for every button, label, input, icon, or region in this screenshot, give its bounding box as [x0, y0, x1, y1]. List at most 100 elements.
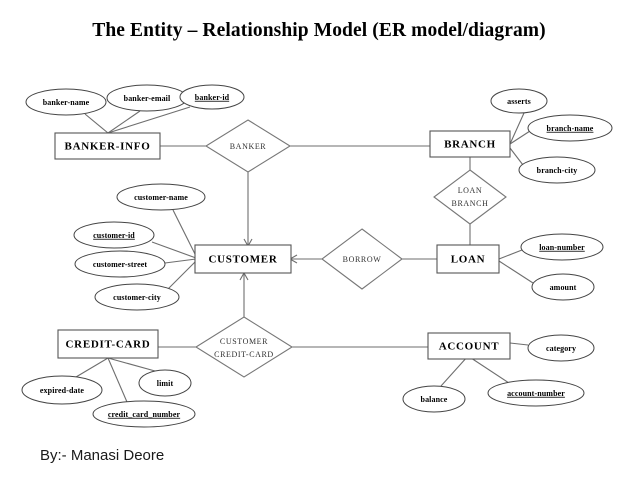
- edge-branch-name: [509, 130, 531, 145]
- attribute-balance-label: balance: [421, 395, 448, 404]
- relationship-loan-branch-label-line2: BRANCH: [452, 199, 489, 208]
- attribute-branch-name-ellipse[interactable]: [527, 114, 613, 142]
- edge-branch-city: [509, 147, 524, 166]
- entities-layer: BANKER-INFO BRANCH CUSTOMER LOAN CREDIT-…: [54, 130, 511, 360]
- edge-banker-name: [84, 113, 109, 134]
- attribute-expired-date-ellipse[interactable]: [21, 375, 103, 405]
- attribute-customer-street-ellipse[interactable]: [74, 250, 166, 278]
- relationship-borrow[interactable]: BORROW: [321, 228, 403, 290]
- edge-expired-date: [75, 357, 109, 378]
- entity-banker-info-box[interactable]: [54, 132, 161, 160]
- attribute-limit-ellipse[interactable]: [138, 369, 192, 397]
- entity-account[interactable]: ACCOUNT: [427, 332, 511, 360]
- entity-credit-card-label: CREDIT-CARD: [66, 339, 151, 351]
- edge-banker-id: [107, 106, 191, 134]
- connector-lines: [75, 106, 534, 403]
- attribute-balance[interactable]: balance: [402, 385, 466, 413]
- attribute-credit-card-number-ellipse[interactable]: [92, 400, 196, 428]
- attribute-asserts[interactable]: asserts: [490, 88, 548, 114]
- attribute-banker-name-ellipse[interactable]: [25, 88, 107, 116]
- attribute-customer-id[interactable]: customer-id: [73, 221, 155, 249]
- edge-loan-number: [498, 249, 523, 260]
- attribute-banker-id-label: banker-id: [195, 93, 230, 102]
- attribute-balance-ellipse[interactable]: [402, 385, 466, 413]
- relationship-loan-branch-diamond[interactable]: [433, 169, 507, 225]
- relationship-banker-diamond[interactable]: [204, 119, 292, 173]
- edge-credit-card-number: [107, 357, 128, 403]
- relationship-borrow-label: BORROW: [343, 255, 382, 264]
- attribute-customer-city[interactable]: customer-city: [94, 283, 180, 311]
- entity-credit-card[interactable]: CREDIT-CARD: [57, 329, 159, 359]
- attribute-customer-name-label: customer-name: [134, 193, 188, 202]
- relationships-layer: BANKER LOAN BRANCH BORROW CUSTOMER CREDI…: [194, 119, 507, 378]
- attribute-expired-date-label: expired-date: [40, 386, 85, 395]
- relationship-banker[interactable]: BANKER: [204, 119, 292, 173]
- attribute-branch-city-ellipse[interactable]: [518, 156, 596, 184]
- author-credit: By:- Manasi Deore: [40, 447, 165, 464]
- attribute-limit[interactable]: limit: [138, 369, 192, 397]
- relationship-customer-credit-card[interactable]: CUSTOMER CREDIT-CARD: [194, 316, 294, 378]
- edge-banker-email: [107, 110, 141, 134]
- attribute-account-number[interactable]: account-number: [487, 379, 585, 407]
- attribute-customer-id-ellipse[interactable]: [73, 221, 155, 249]
- edge-customer-city: [165, 260, 197, 292]
- attribute-account-number-ellipse[interactable]: [487, 379, 585, 407]
- attribute-banker-email[interactable]: banker-email: [106, 84, 188, 112]
- relationship-loan-branch-label-line1: LOAN: [458, 186, 483, 195]
- entity-banker-info[interactable]: BANKER-INFO: [54, 132, 161, 160]
- entity-customer-label: CUSTOMER: [209, 254, 278, 266]
- attribute-asserts-label: asserts: [507, 97, 531, 106]
- attributes-layer: banker-name banker-email banker-id asser…: [21, 84, 613, 428]
- attribute-amount[interactable]: amount: [531, 273, 595, 301]
- relationship-borrow-diamond[interactable]: [321, 228, 403, 290]
- edge-loan-amount: [498, 260, 534, 284]
- edge-customer-name: [172, 209, 197, 257]
- attribute-customer-city-ellipse[interactable]: [94, 283, 180, 311]
- attribute-limit-label: limit: [157, 379, 174, 388]
- attribute-credit-card-number[interactable]: credit_card_number: [92, 400, 196, 428]
- attribute-amount-ellipse[interactable]: [531, 273, 595, 301]
- attribute-loan-number-ellipse[interactable]: [520, 233, 604, 261]
- attribute-category-label: category: [546, 344, 576, 353]
- page-title: The Entity – Relationship Model (ER mode…: [92, 20, 546, 41]
- attribute-banker-email-label: banker-email: [124, 94, 171, 103]
- attribute-banker-name[interactable]: banker-name: [25, 88, 107, 116]
- attribute-category[interactable]: category: [527, 334, 595, 362]
- attribute-loan-number-label: loan-number: [539, 243, 585, 252]
- attribute-banker-id[interactable]: banker-id: [179, 84, 245, 110]
- edge-customer-id: [151, 241, 197, 259]
- edge-account-number: [467, 355, 510, 384]
- entity-loan-box[interactable]: [436, 244, 500, 274]
- edge-customer-street: [164, 258, 197, 264]
- entity-customer-box[interactable]: [194, 244, 292, 274]
- relationship-customer-credit-card-diamond[interactable]: [194, 316, 294, 378]
- attribute-customer-street-label: customer-street: [93, 260, 148, 269]
- attribute-category-ellipse[interactable]: [527, 334, 595, 362]
- attribute-credit-card-number-label: credit_card_number: [108, 410, 181, 419]
- entity-customer[interactable]: CUSTOMER: [194, 244, 292, 274]
- attribute-branch-name[interactable]: branch-name: [527, 114, 613, 142]
- attribute-amount-label: amount: [550, 283, 577, 292]
- entity-account-label: ACCOUNT: [439, 341, 500, 353]
- entity-branch-box[interactable]: [429, 130, 511, 158]
- edge-account-balance: [440, 355, 469, 387]
- attribute-branch-name-label: branch-name: [547, 124, 594, 133]
- relationship-customer-credit-card-label-line2: CREDIT-CARD: [214, 350, 274, 359]
- edge-branch-asserts: [509, 112, 525, 145]
- attribute-customer-name[interactable]: customer-name: [116, 183, 206, 211]
- entity-loan[interactable]: LOAN: [436, 244, 500, 274]
- entity-branch[interactable]: BRANCH: [429, 130, 511, 158]
- entity-credit-card-box[interactable]: [57, 329, 159, 359]
- attribute-asserts-ellipse[interactable]: [490, 88, 548, 114]
- entity-branch-label: BRANCH: [444, 139, 496, 151]
- attribute-customer-street[interactable]: customer-street: [74, 250, 166, 278]
- attribute-branch-city[interactable]: branch-city: [518, 156, 596, 184]
- attribute-banker-id-ellipse[interactable]: [179, 84, 245, 110]
- attribute-expired-date[interactable]: expired-date: [21, 375, 103, 405]
- attribute-account-number-label: account-number: [507, 389, 565, 398]
- entity-account-box[interactable]: [427, 332, 511, 360]
- attribute-customer-name-ellipse[interactable]: [116, 183, 206, 211]
- attribute-loan-number[interactable]: loan-number: [520, 233, 604, 261]
- relationship-loan-branch[interactable]: LOAN BRANCH: [433, 169, 507, 225]
